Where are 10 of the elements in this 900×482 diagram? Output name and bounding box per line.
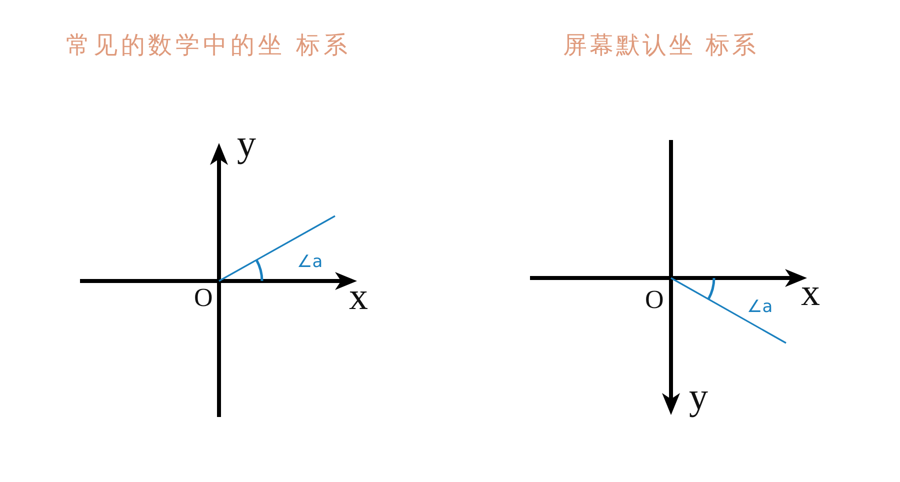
panel-title: 常见的数学中的坐 标系 [66,31,352,60]
angle-label: ∠a [297,252,323,272]
axis-label: x [801,281,820,306]
axis-label: y [689,384,708,419]
origin-label: O [194,288,213,309]
angle-label: ∠a [747,297,773,318]
axis-label: x [349,285,368,310]
axis-label: y [237,131,256,166]
origin-label: O [645,290,664,311]
panel-title: 屏幕默认坐 标系 [563,31,759,60]
